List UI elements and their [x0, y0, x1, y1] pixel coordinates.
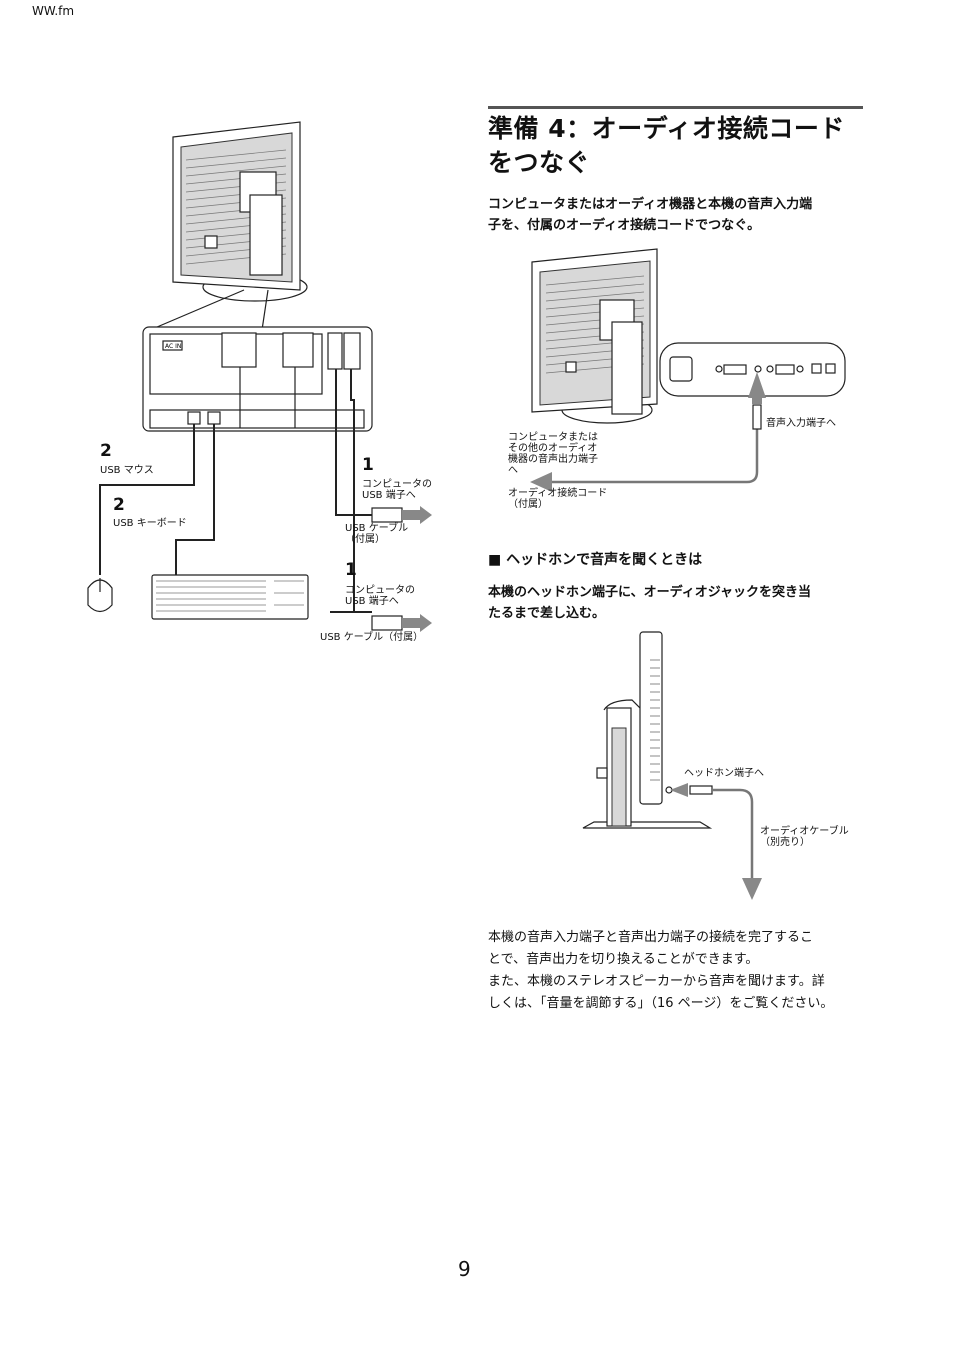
- keyboard-illustration: [151, 574, 309, 620]
- intro-line-2: 子を、付属のオーディオ接続コードでつなぐ。: [488, 218, 761, 233]
- step-1b-number: 1: [345, 560, 357, 580]
- usb-cable-label-2: USB ケーブル（付属）: [320, 632, 424, 643]
- audio-source-line-4: へ: [508, 465, 518, 476]
- audio-input-label: 音声入力端子へ: [766, 418, 836, 429]
- body-paragraph: 本機の音声入力端子と音声出力端子の接続を完了するこ とで、音声出力を切り換えるこ…: [488, 927, 868, 1015]
- heading-line-2: をつなぐ: [488, 148, 591, 177]
- usb-plug-1: [371, 506, 432, 524]
- sub-intro-paragraph: 本機のヘッドホン端子に、オーディオジャックを突き当 たるまで差し込む。: [488, 582, 858, 624]
- intro-paragraph: コンピュータまたはオーディオ機器と本機の音声入力端 子を、付属のオーディオ接続コ…: [488, 194, 858, 236]
- headphone-cable: [670, 783, 762, 900]
- heading-line-1: 準備 4：オーディオ接続コード: [488, 114, 845, 143]
- audio-cord: [530, 372, 766, 492]
- audio-cord-line-1: オーディオ接続コード: [508, 488, 608, 499]
- usb-port-label-2-line-2: USB 端子へ: [345, 596, 399, 607]
- intro-line-1: コンピュータまたはオーディオ機器と本機の音声入力端: [488, 197, 813, 212]
- sub-intro-line-2: たるまで差し込む。: [488, 606, 606, 621]
- usb-port-label-2-line-1: コンピュータの: [345, 585, 415, 596]
- usb-plug-2: [371, 614, 432, 632]
- headphone-monitor-illustration: [582, 631, 713, 829]
- usb-cable-label-1-line-2: （付属）: [345, 534, 385, 545]
- headphone-jack-label: ヘッドホン端子へ: [684, 768, 764, 779]
- file-label: WW.fm: [32, 4, 75, 18]
- usb-cable-label-1-line-1: USB ケーブル: [345, 523, 409, 534]
- page-heading: 準備 4：オーディオ接続コード をつなぐ: [488, 112, 868, 180]
- usb-port-label-1-line-1: コンピュータの: [362, 479, 432, 490]
- ac-in-label: AC IN: [165, 343, 181, 350]
- audio-cord-label: オーディオ接続コード （付属）: [508, 488, 607, 510]
- usb-port-label-1: コンピュータの USB 端子へ: [362, 479, 432, 501]
- audio-source-line-3: 機器の音声出力端子: [508, 454, 598, 465]
- step-2-mouse-number: 2: [100, 441, 112, 461]
- usb-port-label-2: コンピュータの USB 端子へ: [345, 585, 415, 607]
- audio-source-label: コンピュータまたは その他のオーディオ 機器の音声出力端子 へ: [508, 432, 598, 476]
- body-line-3: また、本機のステレオスピーカーから音声を聞けます。詳: [488, 974, 825, 989]
- audio-cord-line-2: （付属）: [508, 499, 548, 510]
- audio-source-line-1: コンピュータまたは: [508, 432, 598, 443]
- usb-mouse-label: USB マウス: [100, 465, 154, 476]
- body-line-4: しくは、「音量を調節する」（16 ページ）をご覧ください。: [488, 996, 834, 1011]
- sub-intro-line-1: 本機のヘッドホン端子に、オーディオジャックを突き当: [488, 585, 812, 600]
- audio-source-line-2: その他のオーディオ: [508, 443, 598, 454]
- step-1a-number: 1: [362, 455, 374, 475]
- headphone-cable-label: オーディオケーブル （別売り）: [760, 826, 849, 848]
- left-monitor-illustration: [149, 121, 308, 331]
- sub-heading: ■ ヘッドホンで音声を聞くときは: [488, 552, 703, 568]
- headphone-cable-line-1: オーディオケーブル: [760, 826, 849, 837]
- connector-panel: AC IN: [142, 326, 373, 432]
- audio-monitor-illustration: [531, 248, 658, 424]
- heading-rule: [488, 106, 863, 109]
- usb-cable-label-1: USB ケーブル （付属）: [345, 523, 408, 545]
- body-line-2: とで、音声出力を切り換えることができます。: [488, 952, 759, 967]
- usb-port-label-1-line-2: USB 端子へ: [362, 490, 416, 501]
- page-number: 9: [458, 1257, 471, 1281]
- usb-keyboard-label: USB キーボード: [113, 518, 187, 529]
- usb-cables: [99, 369, 372, 613]
- headphone-cable-line-2: （別売り）: [760, 837, 810, 848]
- step-2-keyboard-number: 2: [113, 495, 125, 515]
- body-line-1: 本機の音声入力端子と音声出力端子の接続を完了するこ: [488, 930, 814, 945]
- mouse-illustration: [87, 578, 113, 613]
